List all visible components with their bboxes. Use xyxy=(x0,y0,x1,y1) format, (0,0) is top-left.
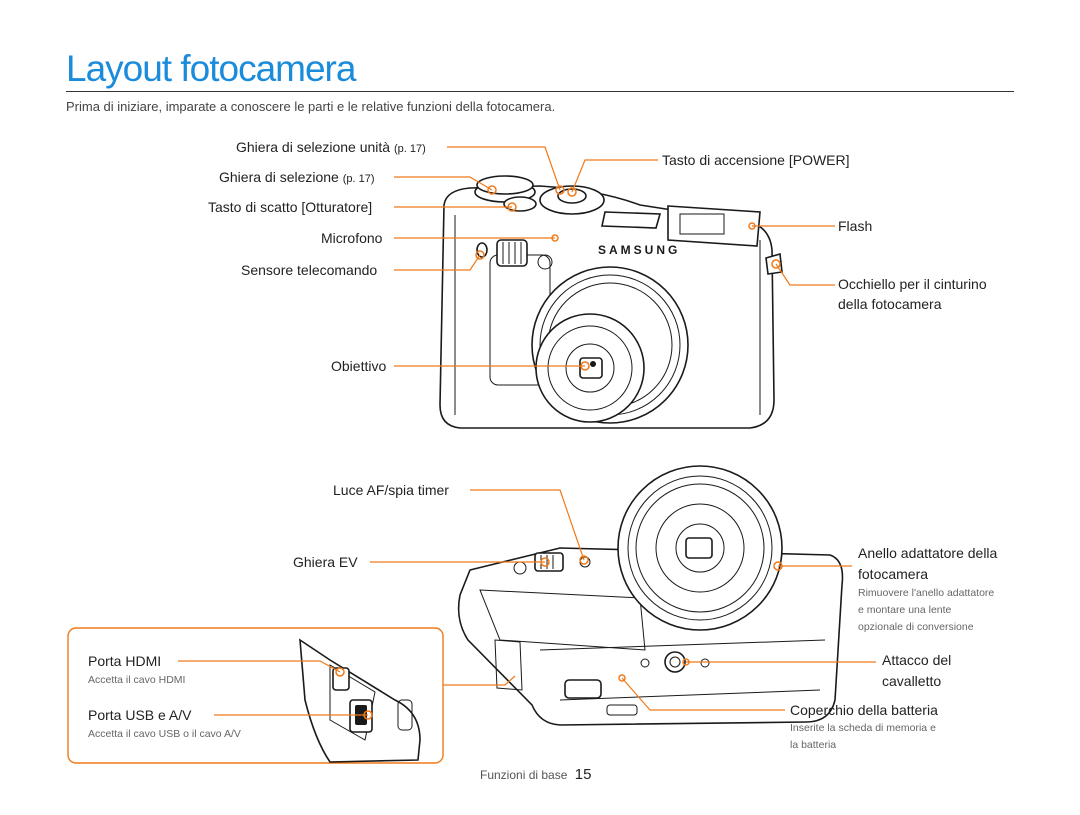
label-mode-dial-ref: (p. 17) xyxy=(394,143,426,155)
note-usb: Accetta il cavo USB o il cavo A/V xyxy=(88,728,241,740)
page-number: 15 xyxy=(574,766,592,783)
note-hdmi: Accetta il cavo HDMI xyxy=(88,674,186,686)
note-adapter-1: Rimuovere l'anello adattatore xyxy=(858,587,995,599)
label-strap-2: della fotocamera xyxy=(838,296,942,312)
label-adapter-ring-1: Anello adattatore della xyxy=(858,545,998,561)
label-tripod-2: cavalletto xyxy=(882,673,942,689)
label-select-dial-text: Ghiera di selezione xyxy=(219,169,339,185)
label-microphone: Microfono xyxy=(321,230,383,246)
note-adapter-2: e montare una lente xyxy=(858,604,952,616)
label-adapter-ring-2: fotocamera xyxy=(858,566,929,582)
label-remote-sensor: Sensore telecomando xyxy=(241,262,378,278)
label-shutter: Tasto di scatto [Otturatore] xyxy=(208,199,373,215)
note-battery-1: Inserite la scheda di memoria e xyxy=(790,722,936,734)
label-mode-dial-text: Ghiera di selezione unità xyxy=(236,139,391,155)
label-hdmi: Porta HDMI xyxy=(88,653,162,669)
label-tripod-1: Attacco del xyxy=(882,652,952,668)
leader-lines xyxy=(178,146,876,720)
label-af-lamp: Luce AF/spia timer xyxy=(333,482,449,498)
label-select-dial-ref: (p. 17) xyxy=(342,173,375,185)
label-select-dial: Ghiera di selezione (p. 17) xyxy=(219,169,375,188)
label-mode-dial: Ghiera di selezione unità (p. 17) xyxy=(236,139,426,158)
label-battery-cover: Coperchio della batteria xyxy=(790,702,938,718)
label-ev-dial: Ghiera EV xyxy=(293,554,358,570)
page-title: Layout fotocamera xyxy=(66,48,356,89)
label-power: Tasto di accensione [POWER] xyxy=(662,152,850,168)
front-camera-illustration: SAMSUNG xyxy=(439,175,783,429)
title-divider xyxy=(66,91,1014,92)
ports-inset xyxy=(67,627,516,764)
label-lens: Obiettivo xyxy=(331,358,387,374)
label-usb: Porta USB e A/V xyxy=(88,707,192,723)
bottom-camera-illustration xyxy=(457,465,844,726)
label-strap-1: Occhiello per il cinturino xyxy=(838,276,987,292)
label-flash: Flash xyxy=(838,218,873,234)
note-adapter-3: opzionale di conversione xyxy=(858,621,974,633)
intro-text: Prima di iniziare, imparate a conoscere … xyxy=(66,99,556,114)
page-footer: Funzioni di base 15 xyxy=(480,766,591,783)
footer-section: Funzioni di base xyxy=(480,768,568,782)
note-battery-2: la batteria xyxy=(790,739,837,751)
brand-logo: SAMSUNG xyxy=(598,243,680,257)
